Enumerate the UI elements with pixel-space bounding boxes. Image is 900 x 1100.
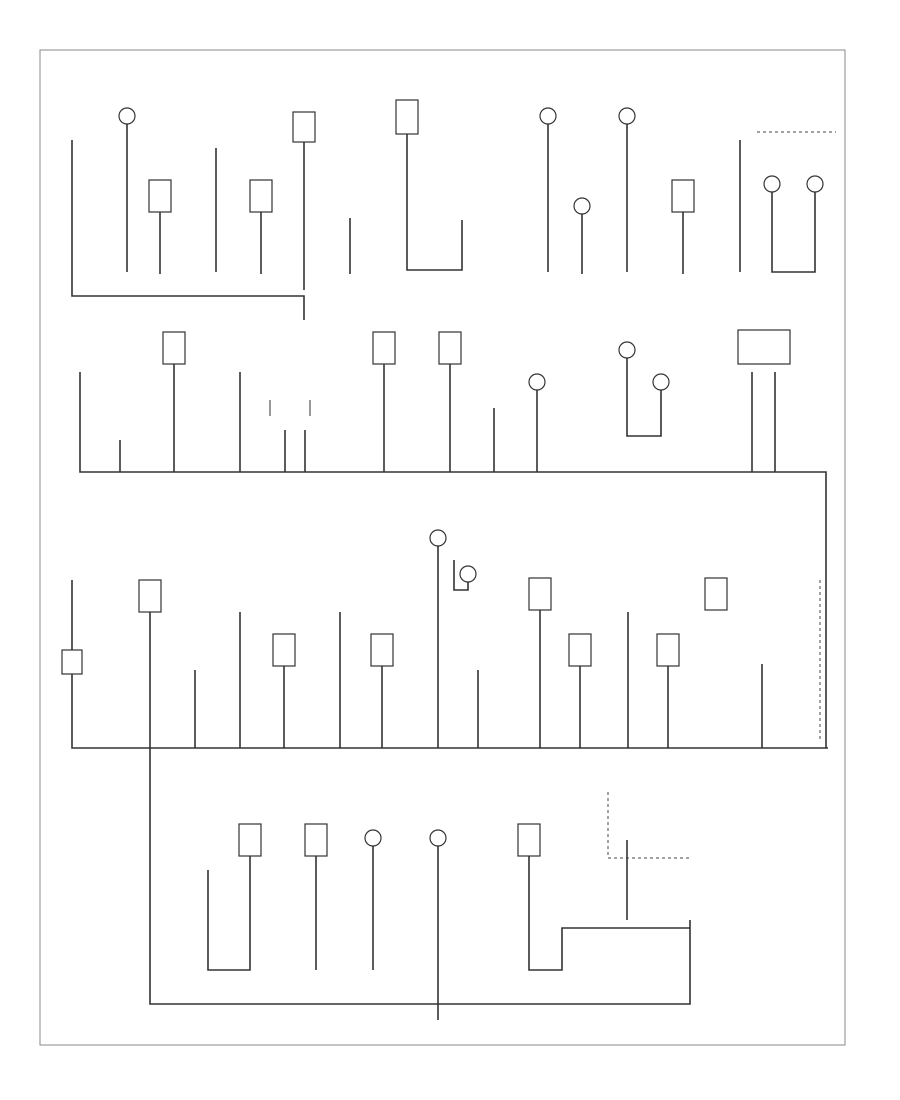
- section-1-ground-circuit: [71, 99, 836, 320]
- lamp-7: [528, 373, 546, 391]
- component-19: [304, 823, 328, 857]
- component-6: [162, 331, 186, 365]
- lamp-2: [539, 107, 557, 125]
- component-7: [372, 331, 396, 365]
- component-16: [656, 633, 680, 667]
- component-18: [238, 823, 262, 857]
- section-2-ground-circuit: [79, 329, 827, 748]
- diagram-frame: [39, 49, 846, 1046]
- component-20: [517, 823, 541, 857]
- loop-wire-4: [453, 560, 469, 591]
- bus-wire-1: [71, 140, 305, 320]
- lamp-9: [652, 373, 670, 391]
- lamp-4: [618, 107, 636, 125]
- component-12: [272, 633, 296, 667]
- component-13: [370, 633, 394, 667]
- component-11: [138, 579, 162, 613]
- bus-wire-3: [71, 580, 828, 749]
- component-1: [292, 111, 316, 143]
- loop-wire-5: [207, 856, 251, 971]
- section-3-ground-circuit: [61, 529, 828, 1005]
- loop-wire-1: [406, 134, 463, 271]
- component-3: [249, 179, 273, 213]
- lamp-5: [763, 175, 781, 193]
- main-bus-wire: [149, 612, 691, 1005]
- loop-wire-2: [771, 192, 816, 273]
- dashed-box-bottom-1: [607, 792, 690, 859]
- component-14: [528, 577, 552, 611]
- loop-wire-3: [626, 358, 662, 437]
- lamp-6: [806, 175, 824, 193]
- lamp-11: [459, 565, 477, 583]
- lamp-8: [618, 341, 636, 359]
- component-17: [704, 577, 728, 611]
- lamp-10: [429, 529, 447, 547]
- bus-wire-2: [79, 372, 827, 748]
- lamp-12: [364, 829, 382, 847]
- component-4: [395, 99, 419, 135]
- lamp-13: [429, 829, 447, 847]
- component-10: [61, 649, 83, 675]
- loop-wire-6: [528, 856, 690, 971]
- component-9: [737, 329, 791, 365]
- section-4-ground-circuit: [207, 792, 690, 1020]
- lamp-1: [118, 107, 136, 125]
- component-8: [438, 331, 462, 365]
- component-15: [568, 633, 592, 667]
- component-2: [148, 179, 172, 213]
- lamp-3: [573, 197, 591, 215]
- component-5: [671, 179, 695, 213]
